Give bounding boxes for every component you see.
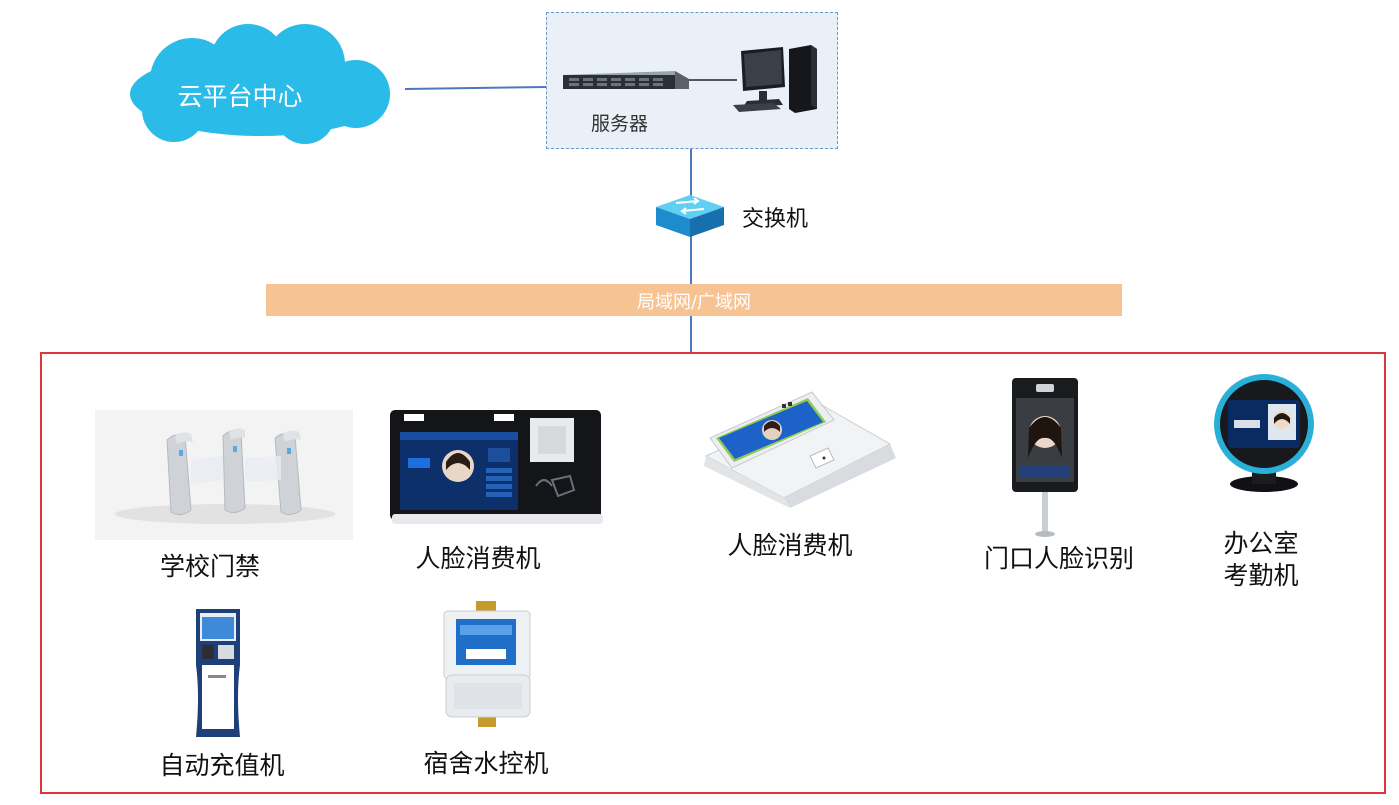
network-label: 局域网/广域网 bbox=[636, 292, 752, 313]
device-label-face-pay-2: 人脸消费机 bbox=[727, 531, 853, 560]
cloud-platform: 云平台中心 bbox=[120, 22, 405, 147]
device-turnstile bbox=[95, 410, 353, 540]
cloud-label: 云平台中心 bbox=[177, 82, 303, 111]
cloud-icon bbox=[130, 24, 390, 144]
face-recognition-panel-icon bbox=[1012, 378, 1078, 537]
server-switch-link bbox=[690, 149, 692, 199]
network-devices-link bbox=[690, 316, 692, 352]
device-label-attendance: 办公室 考勤机 bbox=[1196, 528, 1326, 592]
network-band: 局域网/广域网 bbox=[266, 284, 1122, 316]
network-switch-icon bbox=[656, 195, 724, 237]
recharge-kiosk-icon bbox=[196, 609, 240, 737]
device-label-attendance-line2: 考勤机 bbox=[1223, 561, 1299, 590]
device-label-door-face: 门口人脸识别 bbox=[983, 544, 1134, 573]
water-controller-icon bbox=[443, 601, 531, 727]
turnstile-gate-icon bbox=[115, 428, 335, 524]
attendance-machine-icon bbox=[1214, 374, 1314, 492]
server-pc-link bbox=[689, 79, 737, 81]
rack-server-icon bbox=[563, 71, 689, 89]
switch-label: 交换机 bbox=[742, 207, 809, 232]
device-label-attendance-line1: 办公室 bbox=[1223, 529, 1299, 558]
desktop-face-payment-icon bbox=[704, 391, 896, 508]
device-label-face-pay-1: 人脸消费机 bbox=[415, 544, 541, 573]
device-label-water: 宿舍水控机 bbox=[423, 749, 549, 778]
server-group: 服务器 bbox=[546, 12, 838, 149]
cloud-server-link bbox=[404, 86, 547, 90]
terminal-devices-frame bbox=[40, 352, 1386, 794]
server-label: 服务器 bbox=[591, 113, 649, 135]
switch-network-link bbox=[690, 236, 692, 284]
face-payment-terminal-icon bbox=[390, 410, 603, 524]
device-label-turnstile: 学校门禁 bbox=[159, 552, 260, 581]
desktop-pc-icon bbox=[733, 45, 817, 113]
device-label-recharge: 自动充值机 bbox=[159, 751, 285, 780]
